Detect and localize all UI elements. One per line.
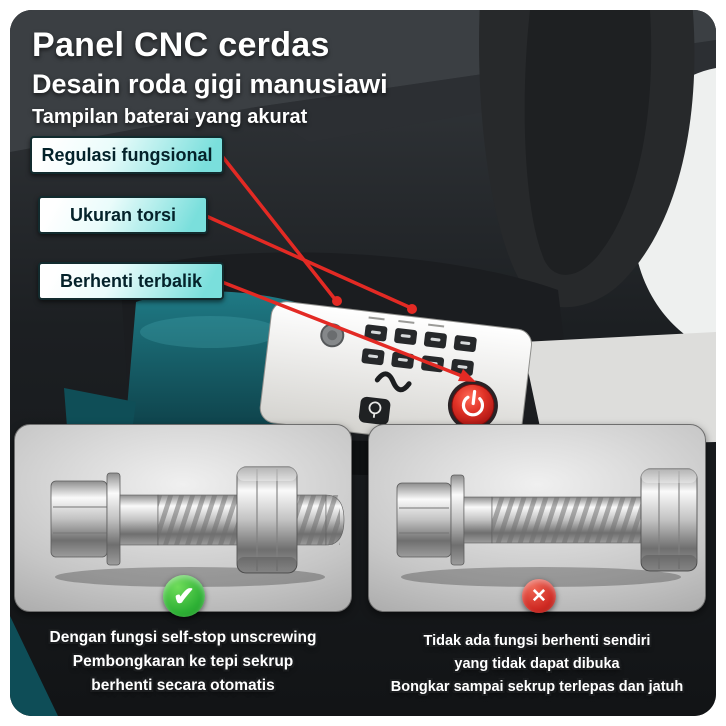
headline-group: Panel CNC cerdas Desain roda gigi manusi…: [32, 26, 388, 129]
cross-icon: ✕: [522, 579, 556, 613]
cross-glyph: ✕: [531, 585, 547, 607]
caption-no-stop: Tidak ada fungsi berhenti sendiri yang t…: [368, 630, 706, 699]
caption-line: yang tidak dapat dibuka: [454, 656, 620, 672]
photo-frame: Panel CNC cerdas Desain roda gigi manusi…: [10, 10, 716, 716]
callout-berhenti-terbalik: Berhenti terbalik: [38, 262, 224, 300]
check-icon: ✔: [163, 575, 205, 617]
headline-tagline: Tampilan baterai yang akurat: [32, 106, 308, 128]
power-button-icon: [447, 380, 498, 431]
annotation-lines: [204, 154, 464, 378]
tool-photo-illustration: [10, 10, 716, 716]
callout-label: Ukuran torsi: [69, 204, 177, 225]
callout-ukuran-torsi: Ukuran torsi: [38, 196, 208, 234]
annotation-line: [220, 154, 336, 300]
check-glyph: ✔: [173, 580, 195, 611]
callout-label: Berhenti terbalik: [59, 270, 203, 291]
annotation-dot: [407, 304, 417, 314]
headline-subtitle: Desain roda gigi manusiawi: [32, 69, 388, 99]
caption-line: Pembongkaran ke tepi sekrup: [72, 653, 294, 670]
caption-line: berhenti secara otomatis: [91, 677, 275, 694]
annotation-arrow-icon: [458, 369, 476, 382]
bolt-illustration-no-stop: [396, 468, 698, 587]
caption-line: Bongkar sampai sekrup terlepas dan jatuh: [390, 679, 684, 695]
caption-line: Dengan fungsi self-stop unscrewing: [49, 629, 317, 646]
callout-regulasi-fungsional: Regulasi fungsional: [30, 136, 224, 174]
light-button-icon: [358, 396, 391, 425]
comparison-panel-self-stop: [14, 424, 352, 612]
callout-label: Regulasi fungsional: [41, 144, 213, 165]
headline-title: Panel CNC cerdas: [32, 26, 330, 64]
bolt-illustration-self-stop: [50, 466, 345, 587]
annotation-dot: [332, 296, 342, 306]
annotation-line: [220, 280, 464, 378]
panel-buttons: [361, 324, 477, 376]
impact-wrench-body: [10, 10, 716, 716]
caption-line: Tidak ada fungsi berhenti sendiri: [423, 633, 651, 649]
caption-self-stop: Dengan fungsi self-stop unscrewing Pembo…: [14, 626, 352, 698]
wave-logo-icon: [374, 371, 412, 393]
annotation-line: [204, 214, 411, 309]
comparison-panel-no-stop: [368, 424, 706, 612]
